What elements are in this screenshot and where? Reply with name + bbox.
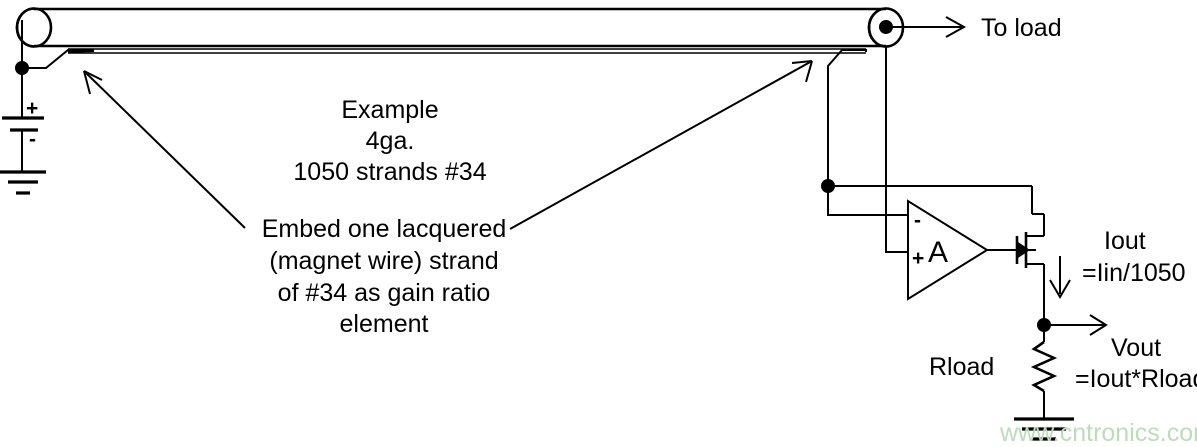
label-note-line1: Embed one lacquered — [262, 215, 507, 243]
label-opamp: A — [928, 236, 948, 269]
operational-amplifier — [907, 199, 1016, 301]
junction-dot-source — [15, 61, 29, 75]
label-note-line3: of #34 as gain ratio — [278, 279, 491, 307]
label-battery-plus: + — [26, 97, 38, 120]
bundled-cable-cylinder — [15, 7, 905, 48]
callout-arrow-left — [83, 70, 246, 229]
watermark-text: www.cntronics.com — [999, 419, 1197, 447]
label-battery-minus: - — [29, 128, 36, 151]
single-embedded-strand — [22, 48, 867, 186]
load-resistor — [1030, 325, 1058, 419]
label-note-line2: (magnet wire) strand — [269, 247, 498, 275]
vout-node — [1037, 314, 1108, 336]
label-example-line1: Example — [341, 96, 438, 124]
label-example-line3: 1050 strands #34 — [293, 158, 486, 186]
dc-source-battery — [2, 116, 44, 172]
label-vout-equation: =Iout*Rload — [1075, 365, 1197, 393]
ground-symbol-source — [0, 170, 46, 195]
label-opamp-minus: - — [914, 209, 921, 232]
to-load-wire — [879, 16, 967, 232]
iout-direction-arrow — [1049, 256, 1071, 299]
label-note-line4: element — [340, 310, 429, 338]
label-rload: Rload — [929, 353, 994, 381]
ground-symbol-load — [1014, 417, 1074, 441]
n-channel-mosfet — [1015, 213, 1045, 325]
label-to-load: To load — [981, 14, 1062, 42]
label-vout: Vout — [1111, 334, 1161, 362]
label-example-line2: 4ga. — [366, 127, 415, 155]
callout-arrow-right — [509, 60, 813, 230]
label-iout-equation: =Iin/1050 — [1082, 259, 1186, 287]
label-iout: Iout — [1104, 227, 1146, 255]
opamp-input-wiring — [821, 179, 1033, 253]
label-opamp-plus: + — [912, 247, 924, 270]
source-branch — [15, 20, 29, 118]
